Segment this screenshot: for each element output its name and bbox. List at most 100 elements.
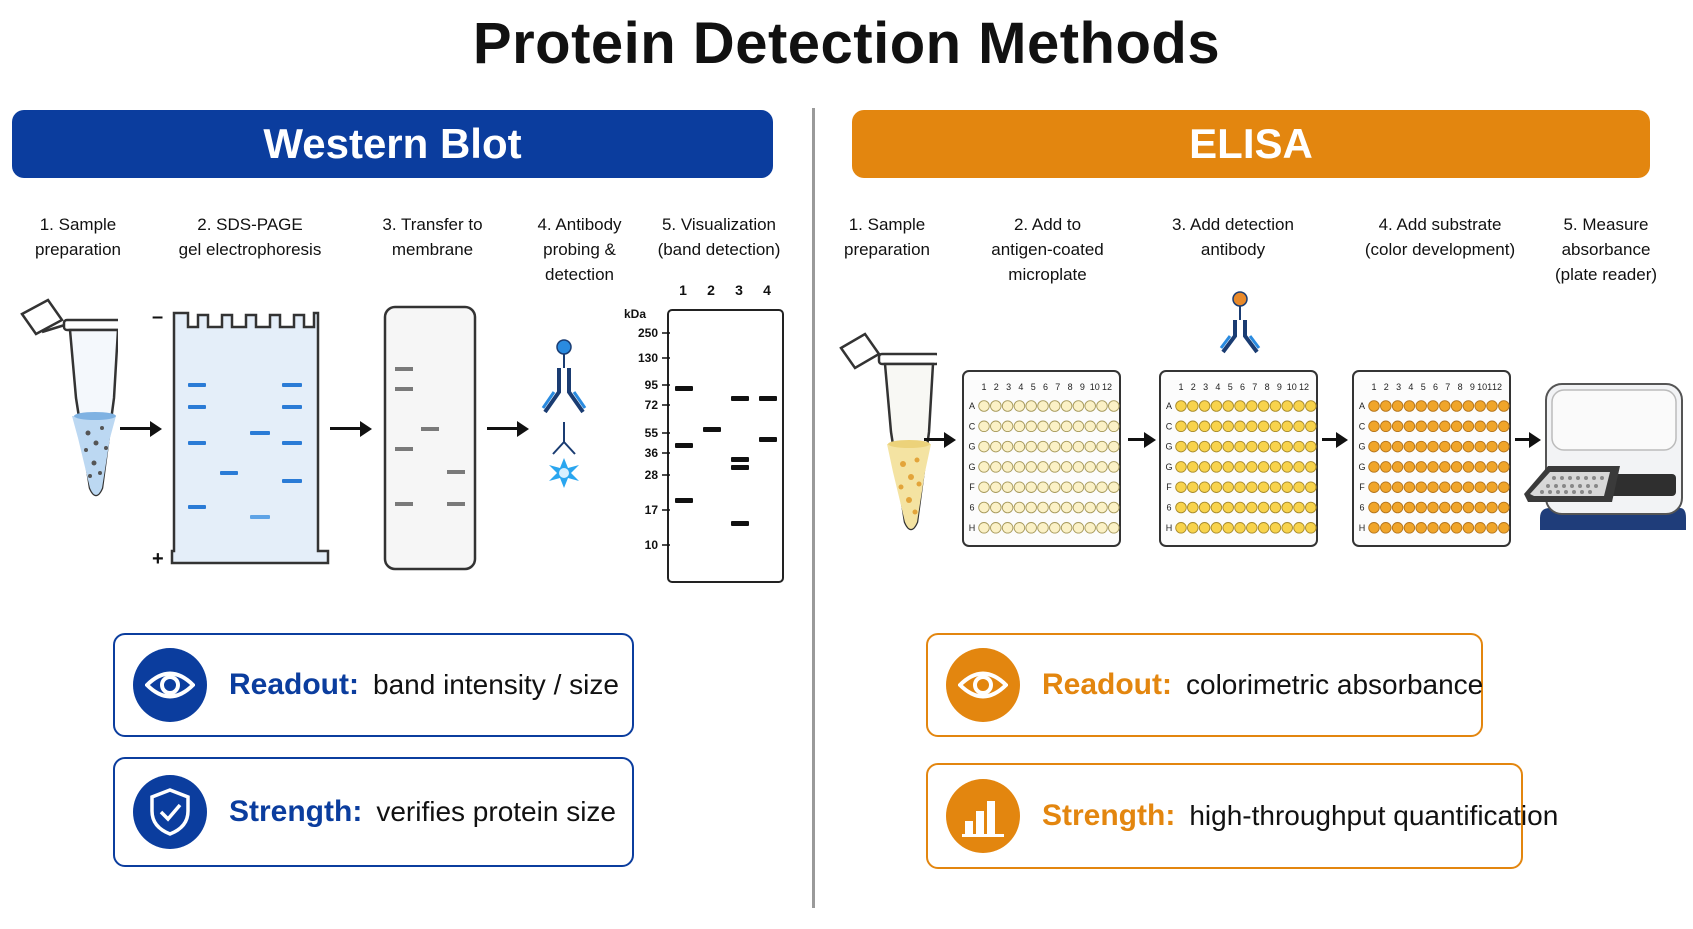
plate-well <box>1108 461 1120 473</box>
antibody-probe-icon <box>541 339 587 488</box>
plate-well <box>1269 501 1282 514</box>
plate-well <box>1269 420 1282 433</box>
plate-well <box>1474 501 1486 514</box>
plate-well <box>1462 522 1475 534</box>
el-readout-value: colorimetric absorbance <box>1186 669 1484 700</box>
plate-well <box>1246 420 1258 433</box>
plate-well <box>1222 440 1234 453</box>
plate-well <box>1072 420 1085 433</box>
plate-well <box>978 440 990 453</box>
plate-well <box>1246 481 1258 493</box>
arrow-icon <box>1515 430 1541 450</box>
plate-well <box>1474 420 1486 433</box>
el-step-4-label: 4. Add substrate (color development) <box>1355 212 1525 262</box>
plate-column-label: 4 <box>1408 382 1413 392</box>
plate-well <box>1439 400 1451 412</box>
plate-well <box>1187 522 1199 534</box>
plate-well <box>1257 440 1270 453</box>
plate-well <box>1198 461 1211 473</box>
plate-well <box>1474 481 1486 493</box>
plate-row-label: C <box>969 421 976 431</box>
plate-well <box>1269 461 1282 473</box>
plate-column-label: 7 <box>1252 382 1257 392</box>
plate-well <box>1486 501 1498 514</box>
wb-step-3-line1: 3. Transfer to <box>382 215 483 234</box>
plate-well <box>1281 501 1293 514</box>
plate-column-label: 12 <box>1492 382 1502 392</box>
plate-well <box>1025 481 1037 493</box>
wb-step-5-line1: 5. Visualization <box>661 215 777 234</box>
plate-well <box>1415 400 1427 412</box>
plate-well <box>1187 481 1199 493</box>
plate-well <box>1305 420 1317 433</box>
plate-well <box>1222 400 1234 412</box>
plate-well <box>1281 522 1293 534</box>
arrow-icon <box>330 419 372 439</box>
blot-marker-label: 72 <box>645 398 659 412</box>
plate-well <box>1281 420 1293 433</box>
plate-column-label: 5 <box>1421 382 1426 392</box>
plate-well <box>1415 461 1427 473</box>
wb-step-2-label: 2. SDS-PAGE gel electrophoresis <box>165 212 335 262</box>
plate-row-label: H <box>969 523 976 533</box>
plate-well <box>1013 501 1026 514</box>
plate-well <box>1462 501 1475 514</box>
plate-well <box>1305 522 1317 534</box>
plate-well <box>1013 481 1026 493</box>
plate-well <box>1257 501 1270 514</box>
plate-well <box>1037 501 1049 514</box>
plate-row-label: C <box>1359 421 1366 431</box>
plate-well <box>1037 461 1049 473</box>
plate-well <box>1210 461 1223 473</box>
plate-well <box>1096 501 1108 514</box>
plate-well <box>1210 481 1223 493</box>
plate-well <box>1084 461 1096 473</box>
plate-well <box>978 400 990 412</box>
plate-well <box>1380 501 1392 514</box>
plate-column-label: 10 <box>1287 382 1297 392</box>
plate-well <box>1498 501 1510 514</box>
el-step-3-line2: antibody <box>1200 240 1266 259</box>
plate-well <box>1096 481 1108 493</box>
wb-readout-value: band intensity / size <box>373 669 619 700</box>
plate-well <box>1368 440 1380 453</box>
plate-well <box>1013 400 1026 412</box>
plate-well <box>1025 461 1037 473</box>
el-step-2-label: 2. Add to antigen-coated microplate <box>975 212 1120 287</box>
plate-well <box>1415 501 1427 514</box>
gel-plus-label: + <box>152 548 164 570</box>
plate-well <box>1403 481 1416 493</box>
plate-well <box>1210 400 1223 412</box>
plate-well <box>1210 440 1223 453</box>
plate-well <box>1498 400 1510 412</box>
plate-well <box>1108 440 1120 453</box>
plate-well <box>1427 461 1439 473</box>
plate-well <box>1403 522 1416 534</box>
plate-well <box>1391 481 1404 493</box>
bar-chart-icon <box>946 779 1020 853</box>
plate-well <box>1234 501 1246 514</box>
plate-well <box>1108 420 1120 433</box>
plate-column-label: 2 <box>1191 382 1196 392</box>
plate-row-label: C <box>1166 421 1173 431</box>
plate-well <box>1234 420 1246 433</box>
blot-band <box>731 396 749 401</box>
arrow-icon <box>120 419 162 439</box>
plate-well <box>1198 420 1211 433</box>
detection-antibody-icon <box>1219 291 1261 354</box>
plate-column-label: 5 <box>1031 382 1036 392</box>
western-blot-header: Western Blot <box>12 110 773 178</box>
plate-well <box>1380 420 1392 433</box>
plate-row-label: H <box>1359 523 1366 533</box>
blot-marker-label: 17 <box>645 503 659 517</box>
plate-well <box>1486 461 1498 473</box>
plate-well <box>978 420 990 433</box>
sample-tube-icon <box>20 298 118 497</box>
plate-column-label: 2 <box>1384 382 1389 392</box>
plate-well <box>990 461 1002 473</box>
plate-well <box>1222 501 1234 514</box>
plate-well <box>1222 522 1234 534</box>
plate-well <box>1013 522 1026 534</box>
plate-column-label: 4 <box>1215 382 1220 392</box>
wb-readout-card: Readout: band intensity / size <box>113 633 634 737</box>
